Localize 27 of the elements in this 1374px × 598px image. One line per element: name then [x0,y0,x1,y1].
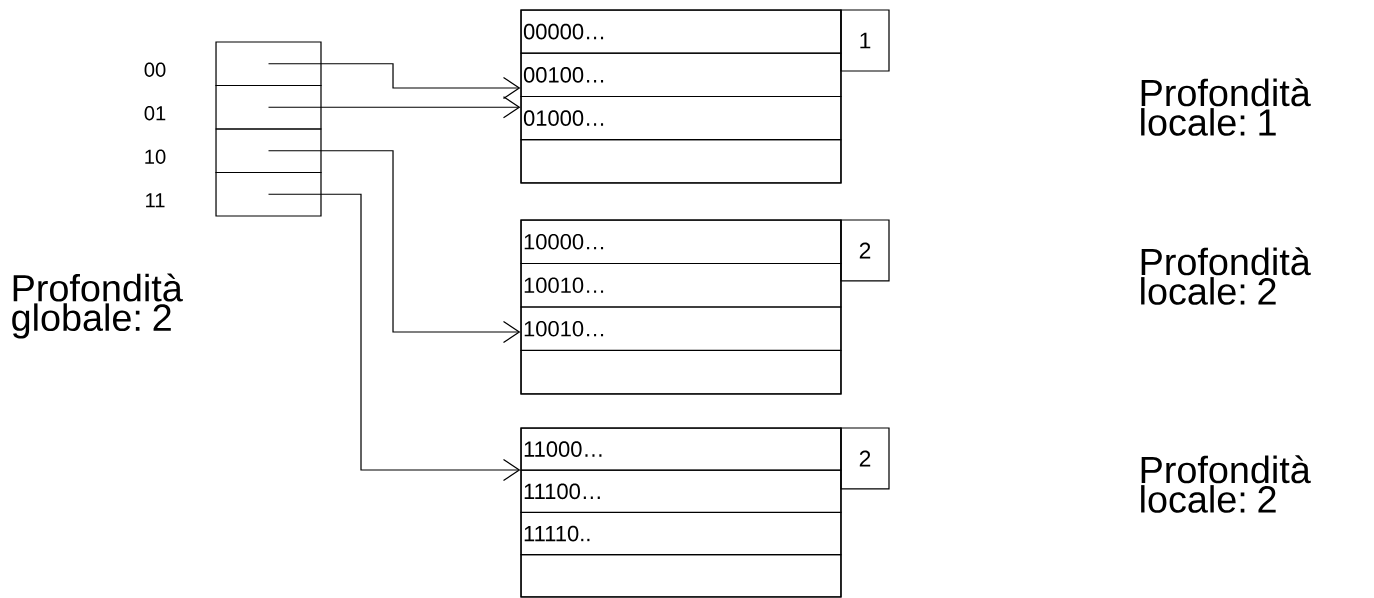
depth-label: Profondità locale: 2 [1141,455,1311,513]
depth-label: Profondità locale: 2 [1141,247,1311,305]
slot-cell: 00000… [520,9,842,54]
arrow [267,150,521,344]
slot-cell: 11100… [520,469,842,514]
slot-cell [520,554,842,598]
depth-label: Profondità locale: 1 [1141,78,1311,136]
slot-cell: 10010… [520,262,842,308]
depth-label: Profondità globale: 2 [12,273,183,339]
row-label: 11 [146,193,165,208]
row-label: 01 [144,106,166,121]
depth-box: 1 [840,9,890,72]
arrow [267,63,521,100]
slot-cell [520,139,842,184]
depth-box: 2 [840,219,890,282]
slot-cell: 00100… [520,52,842,98]
slot-cell: 01000… [520,95,842,141]
slot-cell: 11000… [520,427,842,471]
depth-box: 2 [840,427,890,490]
slot-cell: 11110.. [520,511,842,556]
arrow [267,193,521,482]
row-label: 00 [144,62,166,77]
arrow [267,96,521,119]
slot-cell: 10010… [520,306,842,352]
slot-cell: 10000… [520,219,842,265]
row-label: 10 [145,149,166,164]
slot-cell [520,349,842,395]
